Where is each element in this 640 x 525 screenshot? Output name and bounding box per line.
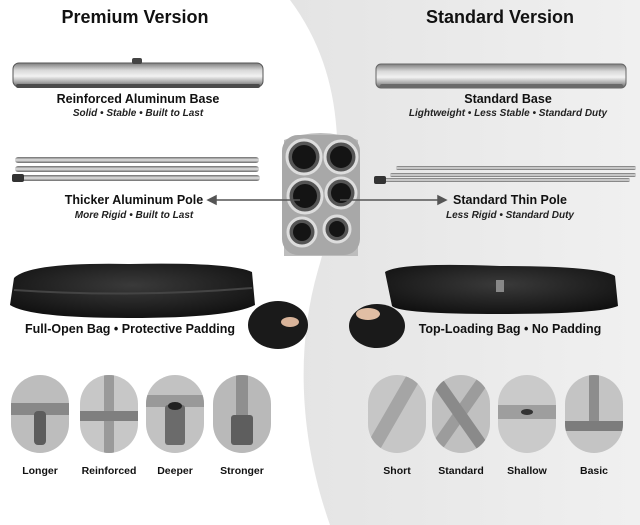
standard-pole-heading: Standard Thin Pole (453, 193, 567, 207)
compare-arrows (206, 194, 448, 206)
premium-thumb-stronger (213, 375, 271, 453)
premium-pole-sub: More Rigid • Built to Last (74, 210, 194, 221)
premium-pole-image (12, 157, 260, 182)
standard-bag-heading: Top-Loading Bag • No Padding (418, 322, 602, 336)
premium-pole-heading: Thicker Aluminum Pole (64, 193, 204, 207)
standard-base-image (375, 63, 627, 89)
standard-thumb-shallow (498, 375, 556, 453)
standard-thumb-standard (432, 375, 490, 453)
standard-pole-image (374, 166, 636, 184)
standard-title: Standard Version (425, 7, 575, 27)
premium-thumb-longer (11, 375, 69, 453)
premium-title: Premium Version (61, 7, 209, 27)
premium-thumb-label-3: Deeper (157, 465, 193, 477)
premium-bag-image (10, 263, 308, 349)
standard-thumb-label-4: Basic (579, 465, 609, 477)
premium-thumb-label-2: Reinforced (81, 465, 137, 477)
standard-thumb-label-1: Short (383, 465, 411, 477)
standard-thumb-short (368, 375, 426, 453)
standard-thumb-label-3: Shallow (507, 465, 547, 477)
premium-thumb-label-1: Longer (22, 465, 58, 477)
premium-thumb-deeper (146, 375, 204, 453)
standard-bag-image (349, 264, 618, 348)
premium-base-sub: Solid • Stable • Built to Last (72, 108, 204, 119)
premium-base-image (12, 58, 264, 88)
standard-pole-sub: Less Rigid • Standard Duty (446, 210, 574, 221)
premium-bag-heading: Full-Open Bag • Protective Padding (25, 322, 235, 336)
premium-thumb-reinforced (80, 375, 138, 453)
standard-base-heading: Standard Base (464, 92, 552, 106)
premium-thumb-label-4: Stronger (220, 465, 264, 477)
premium-base-heading: Reinforced Aluminum Base (56, 92, 220, 106)
standard-thumb-basic (565, 375, 623, 453)
tube-comparison-image (282, 133, 360, 256)
standard-base-sub: Lightweight • Less Stable • Standard Dut… (408, 108, 608, 119)
standard-thumb-label-2: Standard (438, 465, 484, 477)
